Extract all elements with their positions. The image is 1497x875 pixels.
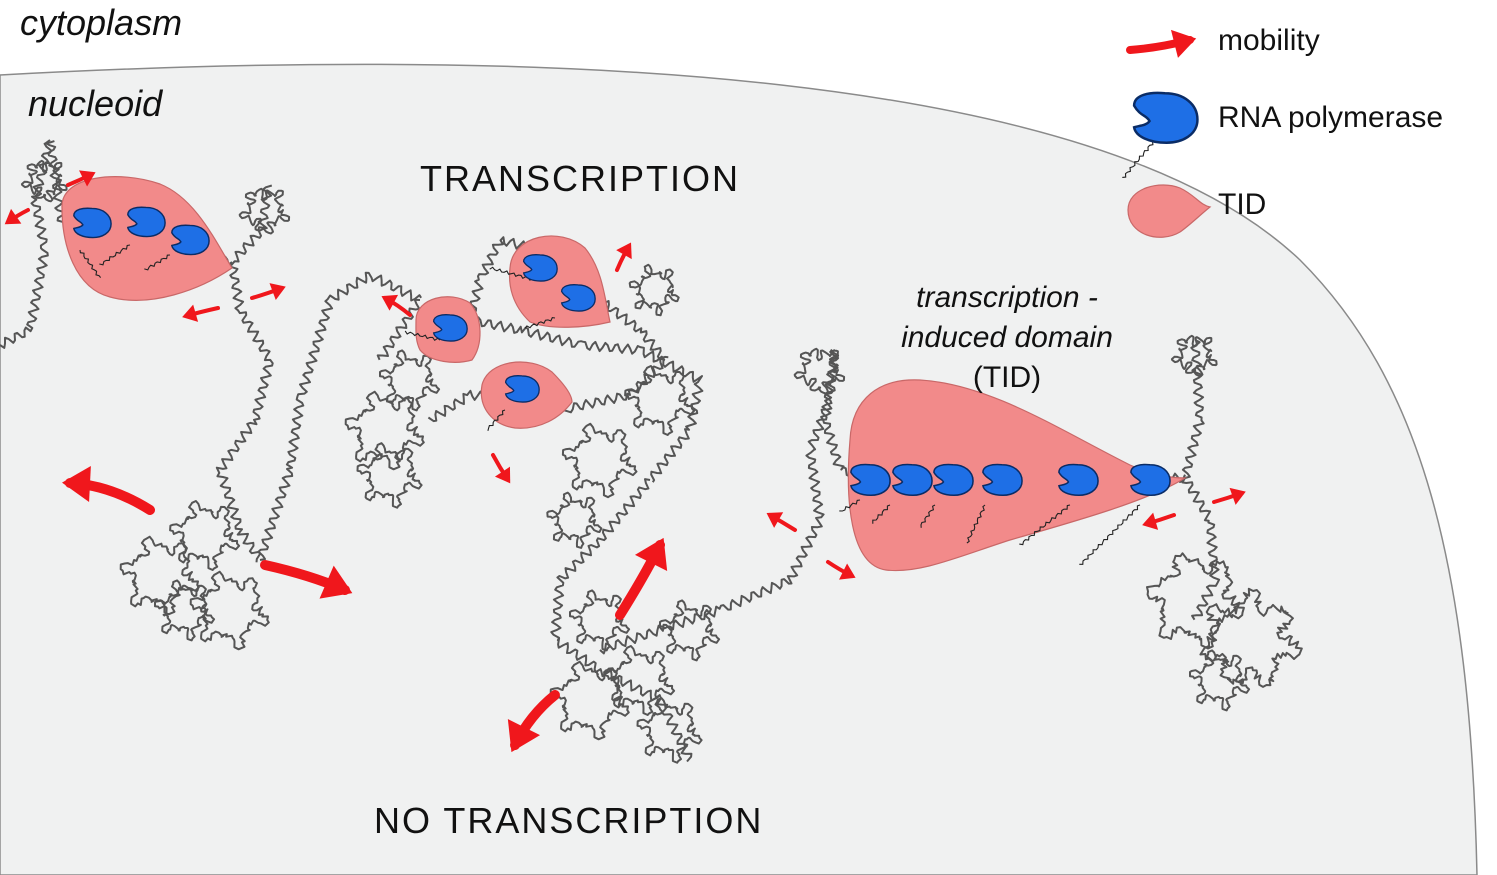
rna-transcript	[404, 330, 441, 342]
dna-strand	[215, 261, 274, 563]
tid-caption-line-1: transcription -	[916, 281, 1098, 314]
cytoplasm-label: cytoplasm	[20, 2, 183, 43]
legend-tid-icon	[1127, 184, 1212, 238]
dna-loop	[659, 599, 721, 662]
rna-transcript	[487, 409, 506, 431]
dna-loop	[793, 347, 846, 395]
transcription-heading: TRANSCRIPTION	[420, 158, 741, 199]
dna-strand	[550, 478, 693, 763]
dna-loop	[20, 159, 68, 203]
dna-loop	[546, 491, 603, 549]
dna-loop	[604, 645, 676, 716]
legend-mobility-label: mobility	[1218, 24, 1320, 57]
rna-transcript	[524, 316, 556, 329]
dna-strand	[376, 298, 421, 361]
legend: mobility RNA polymerase TID	[1120, 20, 1490, 250]
rna-transcripts	[79, 139, 1156, 565]
dna-loop	[561, 422, 638, 499]
rna-transcript	[144, 254, 171, 271]
dna-strand	[1181, 477, 1221, 621]
legend-rna-polymerase-label: RNA polymerase	[1218, 101, 1444, 134]
dna-strand	[0, 140, 55, 349]
nucleoid-label: nucleoid	[28, 83, 163, 124]
rna-transcript	[99, 244, 131, 266]
rna-transcript	[1019, 504, 1071, 546]
dna-loop	[154, 579, 216, 642]
tid-caption-line-2: induced domain	[901, 321, 1113, 354]
dna-strand	[257, 271, 422, 561]
dna-loop	[189, 570, 270, 651]
dna-loop	[549, 660, 630, 741]
legend-tid-label: TID	[1218, 188, 1267, 221]
rna-transcript	[1122, 139, 1156, 178]
tid-blob-topleft	[61, 176, 233, 301]
tid-caption-line-3: (TID)	[972, 361, 1042, 394]
dna-loop	[1199, 587, 1303, 688]
dna-loop	[624, 365, 696, 436]
dna-loop	[628, 263, 680, 317]
dna-loop	[119, 535, 200, 616]
dna-loop	[356, 442, 423, 509]
rna-transcript	[872, 504, 891, 524]
dna-loop	[569, 589, 631, 652]
rna-transcript	[920, 504, 936, 528]
rna-transcript	[1079, 504, 1141, 565]
dna-strand	[469, 316, 704, 483]
tid-caption: transcription - induced domain (TID)	[870, 278, 1144, 398]
rna-transcript	[79, 249, 102, 278]
dna-strand	[1181, 339, 1205, 479]
dna-loop	[1146, 552, 1245, 650]
dna-loop	[379, 349, 441, 412]
dna-loop	[238, 187, 291, 235]
no-transcription-heading: NO TRANSCRIPTION	[374, 800, 764, 841]
dna-loop	[344, 390, 425, 471]
dna-loop	[636, 697, 703, 764]
dna-loop	[1170, 334, 1218, 378]
dna-loop	[1189, 649, 1251, 712]
rna-transcript	[839, 499, 861, 512]
rna-transcript	[966, 504, 986, 544]
nucleoid-region	[0, 63, 1478, 875]
mobility-arrows	[0, 24, 1249, 761]
dna-loop	[169, 500, 241, 571]
